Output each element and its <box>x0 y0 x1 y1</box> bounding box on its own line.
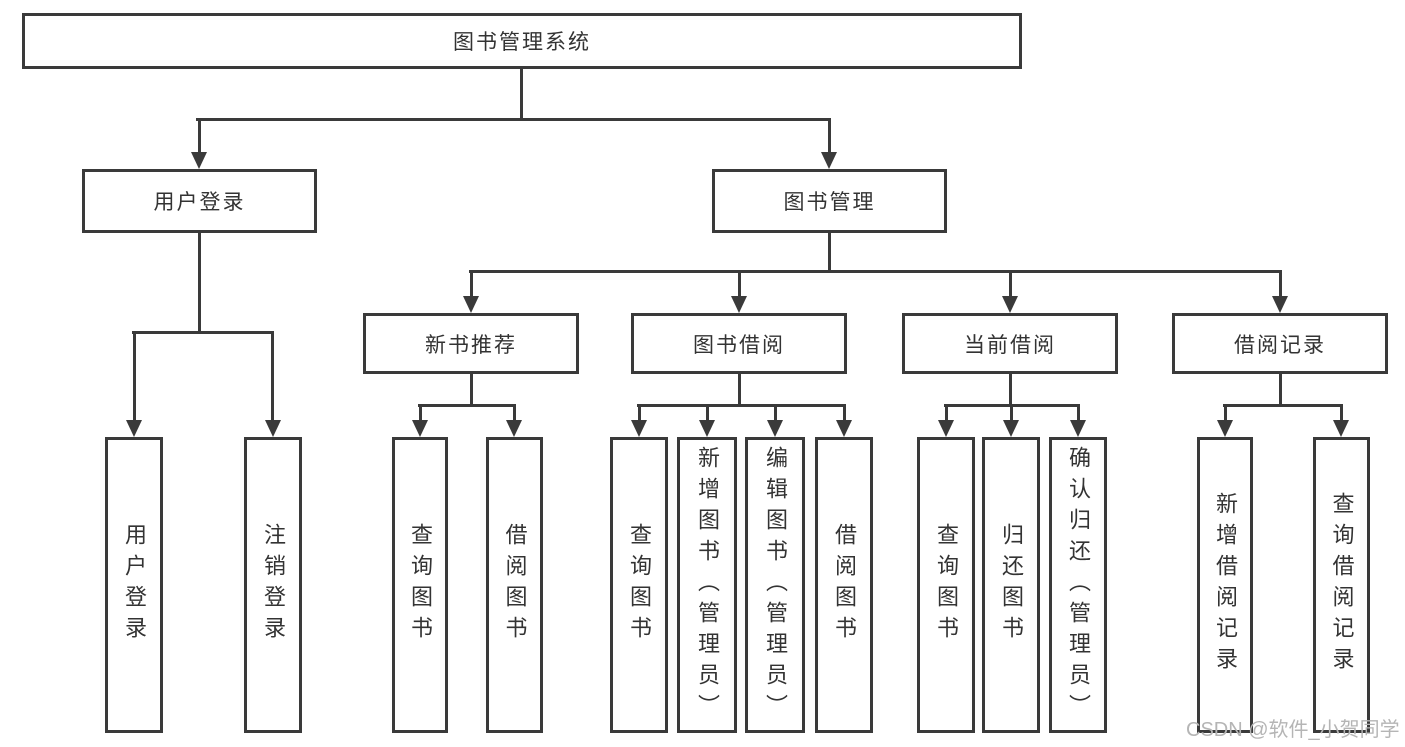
leaf-borrow-books-borrowing-label: 借阅图书 <box>832 523 857 647</box>
node-borrowing-records: 借阅记录 <box>1172 313 1388 374</box>
leaf-add-books-admin: 新增图书（管理员） <box>677 437 737 733</box>
node-root-label: 图书管理系统 <box>453 31 591 54</box>
node-book-borrowing-label: 图书借阅 <box>693 333 785 357</box>
node-borrowing-records-label: 借阅记录 <box>1234 333 1326 357</box>
leaf-user-login: 用户登录 <box>105 437 163 733</box>
leaf-query-books-newbooks: 查询图书 <box>392 437 448 733</box>
connector-line <box>638 404 641 423</box>
node-user-login: 用户登录 <box>82 169 317 233</box>
connector-line <box>706 404 709 423</box>
node-book-management-label: 图书管理 <box>783 191 876 214</box>
arrow-down-icon <box>412 420 428 437</box>
leaf-borrow-books-newbooks: 借阅图书 <box>486 437 543 733</box>
arrow-down-icon <box>767 420 783 437</box>
leaf-query-borrow-record: 查询借阅记录 <box>1313 437 1370 733</box>
connector-line <box>738 374 741 407</box>
connector-line <box>470 270 473 298</box>
leaf-query-books-current-label: 查询图书 <box>934 523 959 647</box>
csdn-watermark: CSDN @软件_小贺同学 <box>1186 719 1400 741</box>
leaf-return-books: 归还图书 <box>982 437 1040 733</box>
arrow-down-icon <box>1217 420 1233 437</box>
connector-line <box>418 404 516 407</box>
connector-line <box>1077 404 1080 423</box>
connector-line <box>945 404 948 423</box>
leaf-add-books-admin-label: 新增图书（管理员） <box>695 445 720 725</box>
leaf-query-books-newbooks-label: 查询图书 <box>408 523 433 647</box>
leaf-logout: 注销登录 <box>244 437 302 733</box>
node-root: 图书管理系统 <box>22 13 1022 69</box>
leaf-return-books-label: 归还图书 <box>999 523 1024 647</box>
arrow-down-icon <box>836 420 852 437</box>
leaf-query-borrow-record-label: 查询借阅记录 <box>1329 492 1355 678</box>
connector-line <box>513 404 516 423</box>
leaf-query-books-borrowing: 查询图书 <box>610 437 668 733</box>
connector-line <box>520 69 523 121</box>
connector-line <box>828 232 831 273</box>
arrow-down-icon <box>126 420 142 437</box>
connector-line <box>1009 374 1012 407</box>
leaf-edit-books-admin: 编辑图书（管理员） <box>745 437 805 733</box>
leaf-query-books-borrowing-label: 查询图书 <box>627 523 652 647</box>
node-user-login-label: 用户登录 <box>153 191 246 214</box>
connector-line <box>469 270 1282 273</box>
connector-line <box>133 331 136 422</box>
leaf-add-borrow-record: 新增借阅记录 <box>1197 437 1253 733</box>
connector-line <box>738 270 741 298</box>
leaf-user-login-label: 用户登录 <box>122 523 147 647</box>
connector-line <box>1223 404 1343 407</box>
arrow-down-icon <box>631 420 647 437</box>
arrow-down-icon <box>699 420 715 437</box>
connector-line <box>637 404 846 407</box>
connector-line <box>1010 404 1013 423</box>
connector-line <box>132 331 274 334</box>
arrow-down-icon <box>463 296 479 313</box>
arrow-down-icon <box>191 152 207 169</box>
node-book-borrowing: 图书借阅 <box>631 313 847 374</box>
node-current-borrowing-label: 当前借阅 <box>964 333 1056 357</box>
node-current-borrowing: 当前借阅 <box>902 313 1118 374</box>
leaf-borrow-books-newbooks-label: 借阅图书 <box>502 523 528 647</box>
connector-line <box>828 118 831 154</box>
leaf-add-borrow-record-label: 新增借阅记录 <box>1213 492 1238 678</box>
leaf-confirm-return-admin: 确认归还（管理员） <box>1049 437 1107 733</box>
leaf-confirm-return-admin-label: 确认归还（管理员） <box>1066 445 1091 725</box>
arrow-down-icon <box>265 420 281 437</box>
arrow-down-icon <box>1002 296 1018 313</box>
node-new-book-recommend-label: 新书推荐 <box>425 333 517 357</box>
connector-line <box>1340 404 1343 423</box>
connector-line <box>1279 270 1282 298</box>
leaf-query-books-current: 查询图书 <box>917 437 975 733</box>
connector-line <box>1224 404 1227 423</box>
arrow-down-icon <box>1333 420 1349 437</box>
connector-line <box>198 118 201 154</box>
leaf-logout-label: 注销登录 <box>261 523 286 647</box>
connector-line <box>271 331 274 422</box>
node-new-book-recommend: 新书推荐 <box>363 313 579 374</box>
leaf-borrow-books-borrowing: 借阅图书 <box>815 437 873 733</box>
connector-line <box>1009 270 1012 298</box>
connector-line <box>774 404 777 423</box>
arrow-down-icon <box>821 152 837 169</box>
connector-line <box>198 233 201 334</box>
connector-line <box>196 118 831 121</box>
connector-line <box>843 404 846 423</box>
connector-line <box>419 404 422 423</box>
connector-line <box>470 374 473 407</box>
arrow-down-icon <box>731 296 747 313</box>
arrow-down-icon <box>1272 296 1288 313</box>
connector-line <box>1279 374 1282 407</box>
arrow-down-icon <box>506 420 522 437</box>
arrow-down-icon <box>1003 420 1019 437</box>
arrow-down-icon <box>938 420 954 437</box>
node-book-management: 图书管理 <box>712 169 947 233</box>
leaf-edit-books-admin-label: 编辑图书（管理员） <box>763 445 788 725</box>
arrow-down-icon <box>1070 420 1086 437</box>
